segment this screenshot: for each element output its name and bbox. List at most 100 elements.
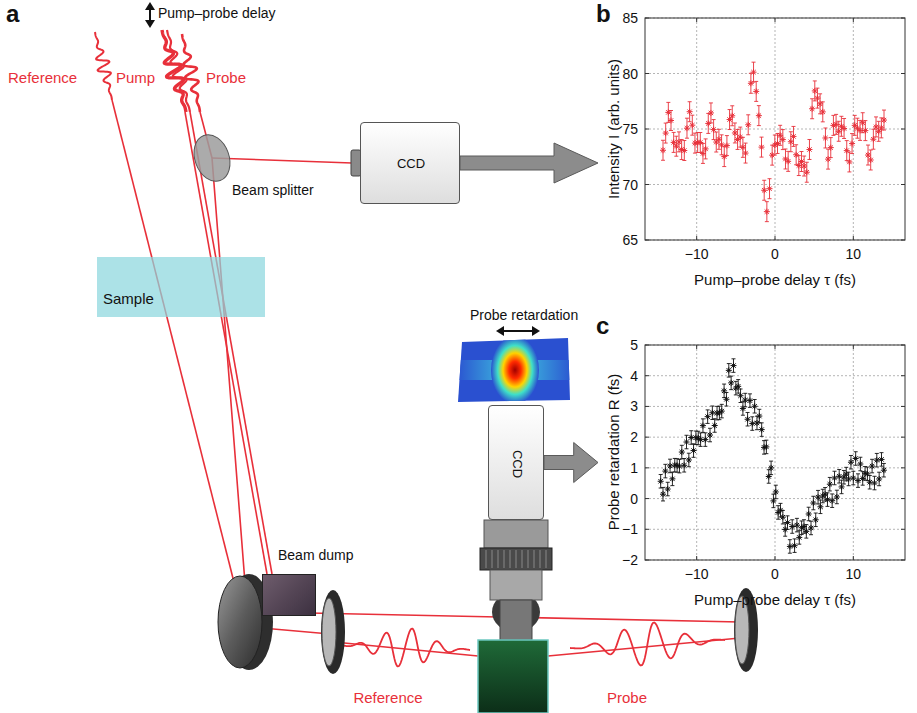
data-point — [769, 152, 775, 158]
data-flow-arrow — [460, 143, 598, 183]
chart-panel: Intensity I (arb. units)Pump–probe delay… — [598, 8, 912, 293]
error-bar — [797, 531, 801, 545]
data-point — [782, 526, 788, 532]
data-point — [660, 491, 666, 497]
error-bar — [708, 428, 712, 442]
axis-title: Probe retardation R (fs) — [605, 374, 623, 531]
error-bar — [703, 433, 707, 447]
nonlinear-crystal — [478, 640, 548, 713]
error-bar — [818, 500, 822, 514]
data-point — [662, 468, 668, 474]
data-point — [820, 109, 826, 115]
retardation-arrow — [496, 326, 540, 336]
error-bar — [661, 62, 886, 221]
data-point — [874, 457, 880, 463]
data-point — [759, 427, 765, 433]
tick-label: 85 — [622, 10, 638, 27]
error-bar — [845, 141, 849, 161]
error-bar — [835, 490, 839, 504]
data-point — [761, 187, 767, 193]
tick-label: 65 — [622, 232, 638, 249]
error-bar — [725, 136, 729, 156]
error-bar — [680, 445, 684, 459]
data-point — [865, 152, 871, 158]
grid-line — [645, 73, 905, 74]
tick-label: −1 — [622, 521, 638, 538]
error-bar — [746, 412, 750, 426]
node-label: CCD — [509, 449, 525, 477]
error-bar — [659, 359, 886, 553]
error-bar — [685, 435, 689, 449]
data-point — [815, 494, 821, 500]
data-point — [742, 397, 748, 403]
data-point — [665, 109, 671, 115]
error-bar — [670, 472, 674, 486]
tick-label: −10 — [685, 246, 709, 263]
tick-mark — [696, 345, 697, 560]
error-bar — [724, 393, 728, 407]
plot-frame — [645, 18, 905, 240]
delay-label: Pump–probe delay — [158, 5, 276, 22]
data-point — [676, 139, 682, 145]
error-bar — [814, 513, 818, 527]
data-point — [756, 113, 762, 119]
error-bar — [690, 115, 694, 135]
data-point — [759, 144, 765, 150]
data-point — [689, 122, 695, 128]
error-bar — [828, 477, 832, 491]
data-point — [879, 456, 885, 462]
data-point — [813, 517, 819, 523]
data-point — [716, 136, 722, 142]
tick-mark — [853, 18, 854, 240]
data-point — [876, 128, 882, 134]
error-bar — [839, 116, 843, 136]
microscope-objective — [500, 600, 532, 640]
error-bar — [793, 539, 797, 553]
data-point — [735, 383, 741, 389]
grid-line — [645, 437, 905, 438]
data-point — [751, 69, 757, 75]
error-bar — [672, 132, 676, 152]
data-point — [763, 444, 769, 450]
error-bar — [854, 452, 858, 466]
tick-mark — [645, 18, 905, 240]
microscope-objective — [484, 520, 548, 548]
panel-letter: b — [596, 0, 611, 28]
error-bar — [809, 521, 813, 535]
data-point — [793, 152, 799, 158]
data-point — [753, 88, 759, 94]
data-point — [785, 158, 791, 164]
data-point — [812, 88, 818, 94]
data-point — [810, 500, 816, 506]
error-bar — [797, 156, 801, 176]
error-bar — [847, 152, 851, 172]
data-point — [773, 489, 779, 495]
data-point — [788, 139, 794, 145]
data-point — [803, 528, 809, 534]
data-point — [686, 457, 692, 463]
retardation-arrow — [496, 326, 504, 336]
node-label: Sample — [103, 290, 154, 308]
data-point — [881, 467, 887, 473]
data-point — [721, 388, 727, 394]
tick-mark — [697, 18, 854, 240]
delay-arrow — [145, 2, 155, 10]
data-point — [836, 128, 842, 134]
beam-label: Reference — [353, 689, 422, 707]
data-point — [848, 459, 854, 465]
data-point — [777, 132, 783, 138]
data-point — [730, 363, 736, 369]
data-point — [726, 367, 732, 373]
data-point — [871, 480, 877, 486]
microscope-objective — [480, 548, 552, 570]
error-bar — [754, 81, 758, 101]
laser-pulse — [167, 30, 190, 112]
laser-pulse — [182, 34, 200, 112]
error-bar — [823, 128, 827, 148]
error-bar — [682, 141, 686, 161]
data-point — [844, 148, 850, 154]
grid-line — [645, 375, 905, 376]
data-point — [668, 117, 674, 123]
error-bar — [755, 416, 759, 430]
data-point — [767, 186, 773, 192]
